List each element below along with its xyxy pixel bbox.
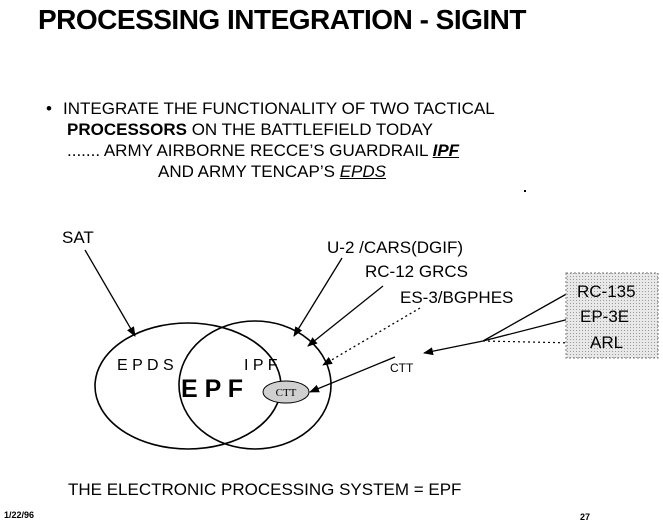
ipf-ellipse [178,320,332,450]
bullet-line-2: PROCESSORS ON THE BATTLEFIELD TODAY [46,119,495,140]
sat-arrow [84,249,136,337]
ctt-label: CTT [390,361,414,375]
page-title: PROCESSING INTEGRATION - SIGINT [38,4,527,35]
epf-label: E P F [181,375,243,403]
footer-definition: THE ELECTRONIC PROCESSING SYSTEM = EPF [68,480,462,499]
es3-label: ES-3/BGPHES [400,288,513,307]
processors-bold-text: PROCESSORS [67,120,187,139]
sat-label: SAT [62,228,94,247]
bullet-line-1-text: INTEGRATE THE FUNCTIONALITY OF TWO TACTI… [63,99,495,118]
ctt-small-ellipse [262,380,310,404]
bullet-block: • INTEGRATE THE FUNCTIONALITY OF TWO TAC… [46,98,495,182]
stray-mark [524,190,526,192]
rc12-arrow [307,285,384,347]
bullet-line-3-text: ....... ARMY AIRBORNE RECCE’S GUARDRAIL [67,141,433,160]
arl-dotted-line [482,340,576,344]
u2-arrow [293,257,343,337]
box-item-ep3e: EP-3E [580,307,629,326]
bullet-line-4: AND ARMY TENCAP’S EPDS [46,161,495,182]
bullet-dot: • [46,99,52,118]
ctt-small-label: CTT [276,387,297,399]
epds-emphasis: EPDS [339,162,386,181]
slide-date: 1/22/96 [4,510,35,520]
junction-arrow [423,340,484,356]
ipf-label: I P F [244,357,278,374]
bullet-line-4-text: AND ARMY TENCAP’S [158,162,340,181]
box-item-arl: ARL [590,333,623,352]
bullet-line-3: ....... ARMY AIRBORNE RECCE’S GUARDRAIL … [46,140,495,161]
ctt-arrow [309,356,396,393]
bullet-line-1: • INTEGRATE THE FUNCTIONALITY OF TWO TAC… [46,98,495,119]
es3-dotted-arrow [322,307,421,366]
rc12-label: RC-12 GRCS [365,262,468,281]
bullet-line-2-text: ON THE BATTLEFIELD TODAY [186,120,433,139]
ep3e-line [482,317,574,342]
box-item-rc135: RC-135 [577,282,636,301]
u2-label: U-2 /CARS(DGIF) [327,238,463,257]
page-number: 27 [580,512,591,522]
ipf-emphasis: IPF [432,141,460,160]
epds-label: E P D S [117,357,174,374]
aircraft-box [565,272,659,359]
rc135-line [482,291,571,342]
